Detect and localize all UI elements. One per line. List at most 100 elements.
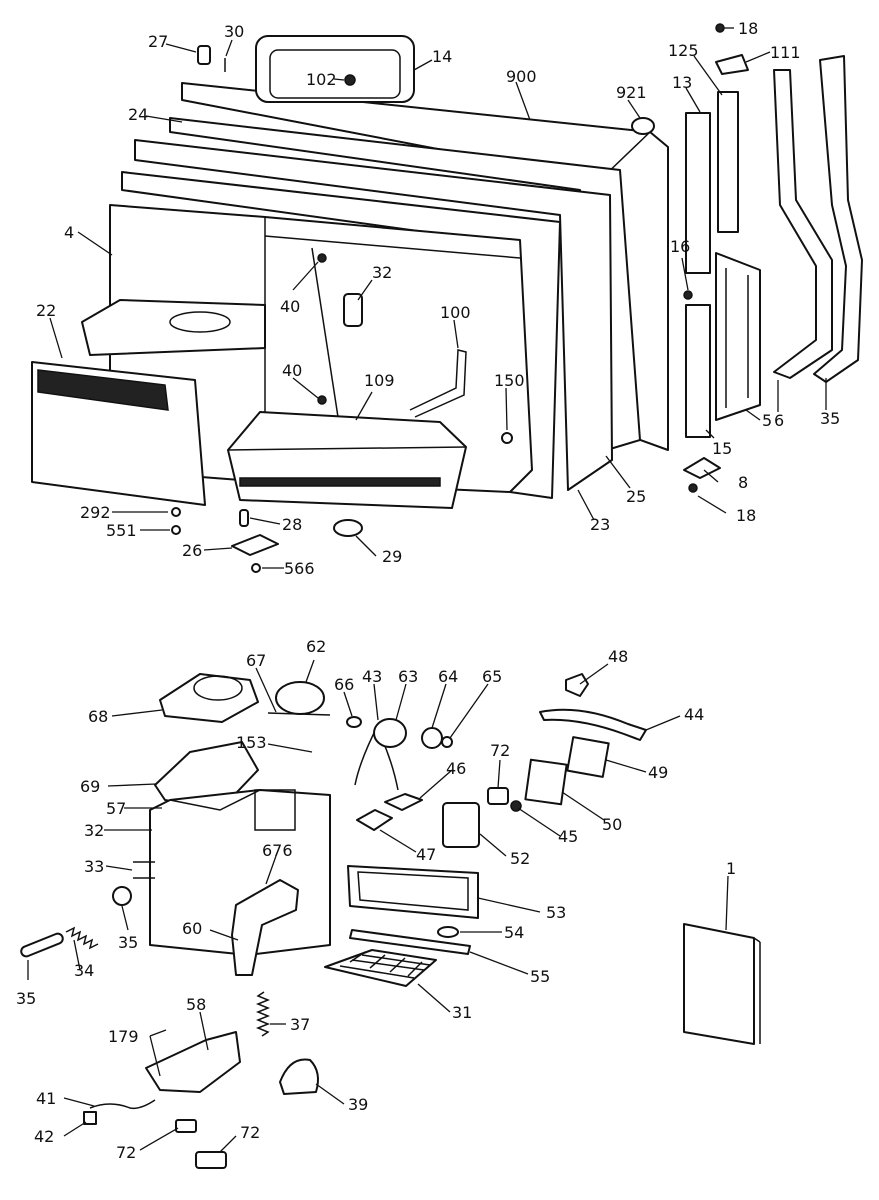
label-921: 921	[616, 83, 647, 102]
label-45: 45	[558, 827, 578, 846]
label-8: 8	[738, 473, 748, 492]
label-37: 37	[290, 1015, 310, 1034]
bracket-60	[231, 879, 299, 976]
label-179: 179	[108, 1027, 139, 1046]
label-111: 111	[770, 43, 801, 62]
label-292: 292	[80, 503, 111, 522]
label-566: 566	[284, 559, 315, 578]
label-24: 24	[128, 105, 148, 124]
handle-6	[773, 69, 833, 379]
arm-44	[539, 708, 647, 741]
plate-26	[231, 534, 279, 556]
part-47	[356, 809, 393, 831]
disc-62	[275, 681, 325, 715]
label-18-top: 18	[738, 19, 758, 38]
strip-13	[685, 112, 711, 274]
label-62: 62	[306, 637, 326, 656]
control-32-top	[343, 293, 363, 327]
strip-125	[717, 91, 739, 233]
label-32-top: 32	[372, 263, 392, 282]
label-46: 46	[446, 759, 466, 778]
label-26: 26	[182, 541, 202, 560]
label-35-rod: 35	[16, 989, 36, 1008]
label-125: 125	[668, 41, 699, 60]
label-18-bottom: 18	[736, 506, 756, 525]
cover-52	[442, 802, 480, 848]
label-57: 57	[106, 799, 126, 818]
plate-49	[566, 736, 610, 778]
label-23: 23	[590, 515, 610, 534]
manual-1	[683, 923, 755, 1045]
label-53: 53	[546, 903, 566, 922]
label-72-lower-right: 72	[240, 1123, 260, 1142]
motor-39	[279, 1058, 319, 1095]
label-30: 30	[224, 22, 244, 41]
label-72-upper: 72	[490, 741, 510, 760]
label-54: 54	[504, 923, 524, 942]
label-150: 150	[494, 371, 525, 390]
wire-41	[89, 1099, 156, 1110]
grille-31	[324, 949, 437, 987]
label-4: 4	[64, 223, 74, 242]
label-66: 66	[334, 675, 354, 694]
label-28: 28	[282, 515, 302, 534]
freezer-cover-14	[255, 35, 415, 103]
label-15: 15	[712, 439, 732, 458]
cap-29	[333, 519, 363, 537]
label-5: 5	[762, 411, 772, 430]
cabinet-assembly	[31, 23, 863, 573]
label-69: 69	[80, 777, 100, 796]
label-31: 31	[452, 1003, 472, 1022]
label-900: 900	[506, 67, 537, 86]
label-16: 16	[670, 237, 690, 256]
label-676: 676	[262, 841, 293, 860]
label-35-knob: 35	[118, 933, 138, 952]
rod-35	[20, 932, 64, 958]
plug-921	[631, 117, 655, 135]
label-40-upper: 40	[280, 297, 300, 316]
plug-27	[197, 45, 211, 65]
label-102: 102	[306, 70, 337, 89]
plate-50	[524, 758, 568, 806]
label-100: 100	[440, 303, 471, 322]
label-58: 58	[186, 995, 206, 1014]
leader-lines	[27, 27, 827, 1153]
label-39: 39	[348, 1095, 368, 1114]
bracket-100	[409, 349, 467, 418]
control-assembly	[20, 673, 761, 1169]
label-44: 44	[684, 705, 704, 724]
label-35-top: 35	[820, 409, 840, 428]
label-29: 29	[382, 547, 402, 566]
label-72-lower-left: 72	[116, 1143, 136, 1162]
label-27: 27	[148, 32, 168, 51]
label-153: 153	[236, 733, 267, 752]
bracket-58	[145, 1031, 241, 1093]
motor-63	[373, 718, 407, 748]
label-13: 13	[672, 73, 692, 92]
damper-68	[159, 673, 259, 723]
grille-5	[715, 252, 761, 421]
label-60: 60	[182, 919, 202, 938]
knob-35	[112, 886, 132, 906]
frame-53	[347, 865, 479, 919]
label-47: 47	[416, 845, 436, 864]
label-25: 25	[626, 487, 646, 506]
label-40-lower: 40	[282, 361, 302, 380]
part-46	[384, 793, 423, 811]
label-43: 43	[362, 667, 382, 686]
label-48: 48	[608, 647, 628, 666]
label-64: 64	[438, 667, 458, 686]
label-63: 63	[398, 667, 418, 686]
label-551: 551	[106, 521, 137, 540]
label-41: 41	[36, 1089, 56, 1108]
gasket-frame	[134, 139, 613, 491]
strip-55	[349, 929, 471, 955]
label-50: 50	[602, 815, 622, 834]
label-14: 14	[432, 47, 452, 66]
spring-37	[255, 991, 271, 1037]
label-55: 55	[530, 967, 550, 986]
part-number-labels: 27 30 14 102 900 921 125 13 18 111 24 4 …	[16, 19, 840, 1162]
label-67: 67	[246, 651, 266, 670]
label-22: 22	[36, 301, 56, 320]
